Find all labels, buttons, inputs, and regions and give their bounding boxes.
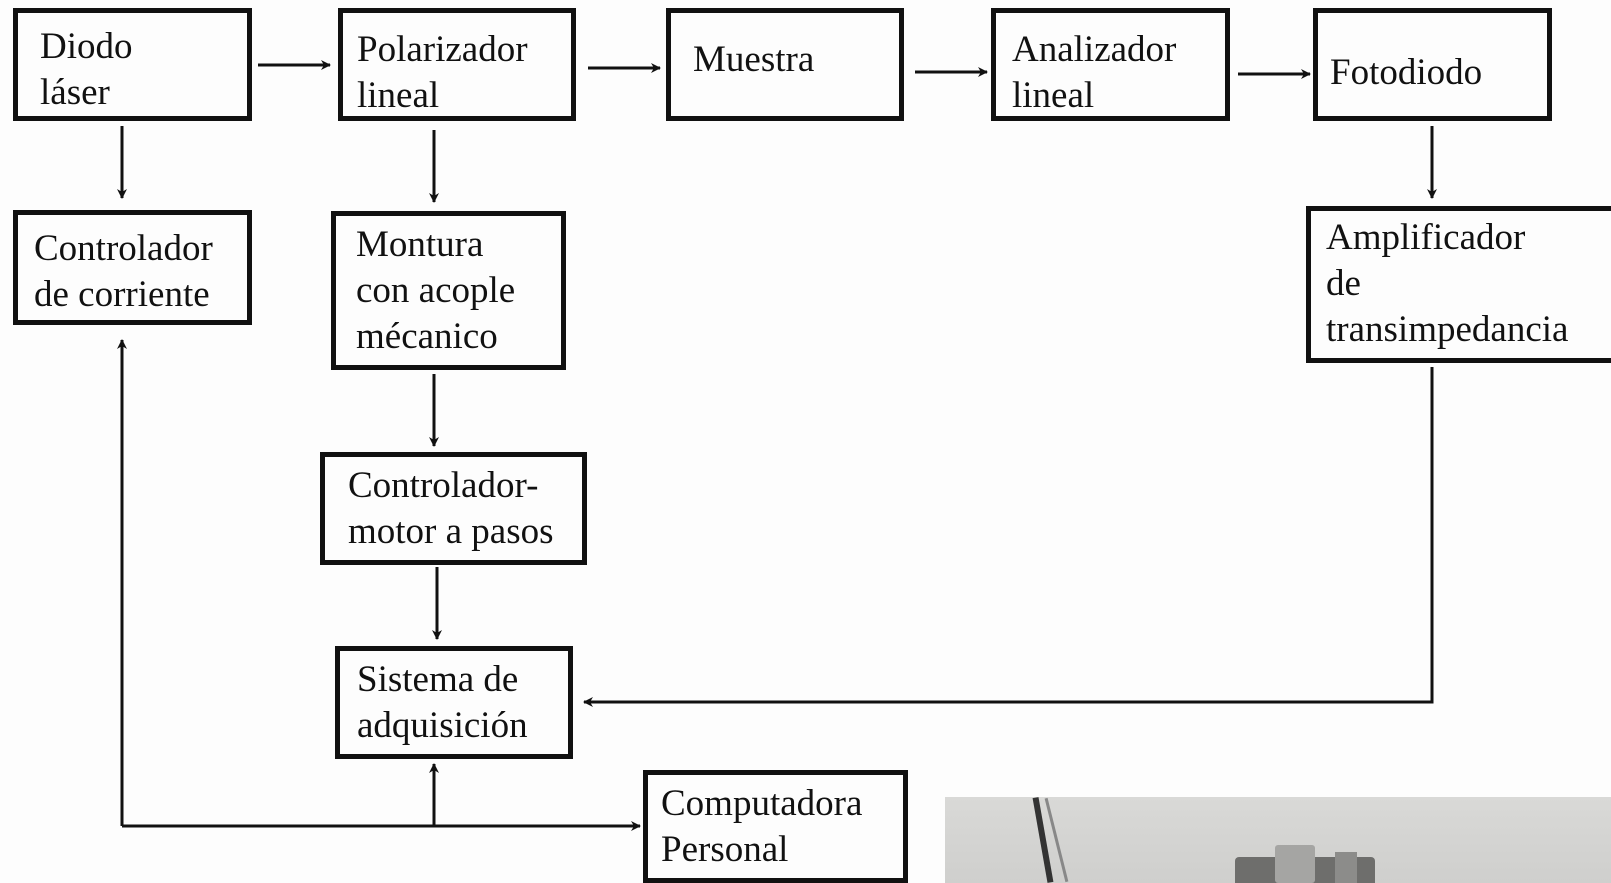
mount-shape (1335, 852, 1357, 883)
label-line: Montura (356, 224, 484, 265)
label-line: lineal (357, 75, 440, 116)
box-diodo-laser: Diodo láser (13, 8, 252, 121)
box-muestra: Muestra (666, 8, 904, 121)
label-line: mécanico (356, 316, 498, 357)
box-montura: Montura con acople mécanico (331, 211, 566, 370)
box-fotodiodo: Fotodiodo (1313, 8, 1552, 121)
label-line: transimpedancia (1326, 309, 1569, 350)
label-line: Sistema de (357, 659, 519, 700)
arrow-amplificador-sistema (583, 367, 1434, 707)
label-line: Controlador (34, 228, 213, 269)
label-line: Polarizador (357, 29, 528, 70)
box-computadora-personal: Computadora Personal (643, 770, 908, 883)
box-sistema-adquisicion: Sistema de adquisición (335, 646, 573, 759)
label-line: motor a pasos (348, 511, 554, 552)
box-analizador-lineal: Analizador lineal (991, 8, 1230, 121)
label-line: Muestra (693, 39, 815, 80)
label-line: lineal (1012, 75, 1095, 116)
mount-shape (1275, 845, 1315, 883)
setup-photo (945, 797, 1611, 883)
box-controlador-motor: Controlador- motor a pasos (320, 452, 587, 565)
label-line: Analizador (1012, 29, 1177, 70)
label-line: Personal (661, 829, 789, 870)
label-line: Computadora (661, 783, 863, 824)
label-line: con acople (356, 270, 516, 311)
label-line: Diodo (40, 26, 133, 67)
label-line: láser (40, 72, 110, 113)
label-line: Fotodiodo (1330, 52, 1483, 93)
label-line: Amplificador (1326, 217, 1526, 258)
label-line: de (1326, 263, 1361, 304)
label-line: Controlador- (348, 465, 539, 506)
label-line: de corriente (34, 274, 210, 315)
box-polarizador-lineal: Polarizador lineal (338, 8, 576, 121)
box-amplificador: Amplificador de transimpedancia (1306, 206, 1611, 363)
label-line: adquisición (357, 705, 528, 746)
box-controlador-corriente: Controlador de corriente (13, 210, 252, 325)
